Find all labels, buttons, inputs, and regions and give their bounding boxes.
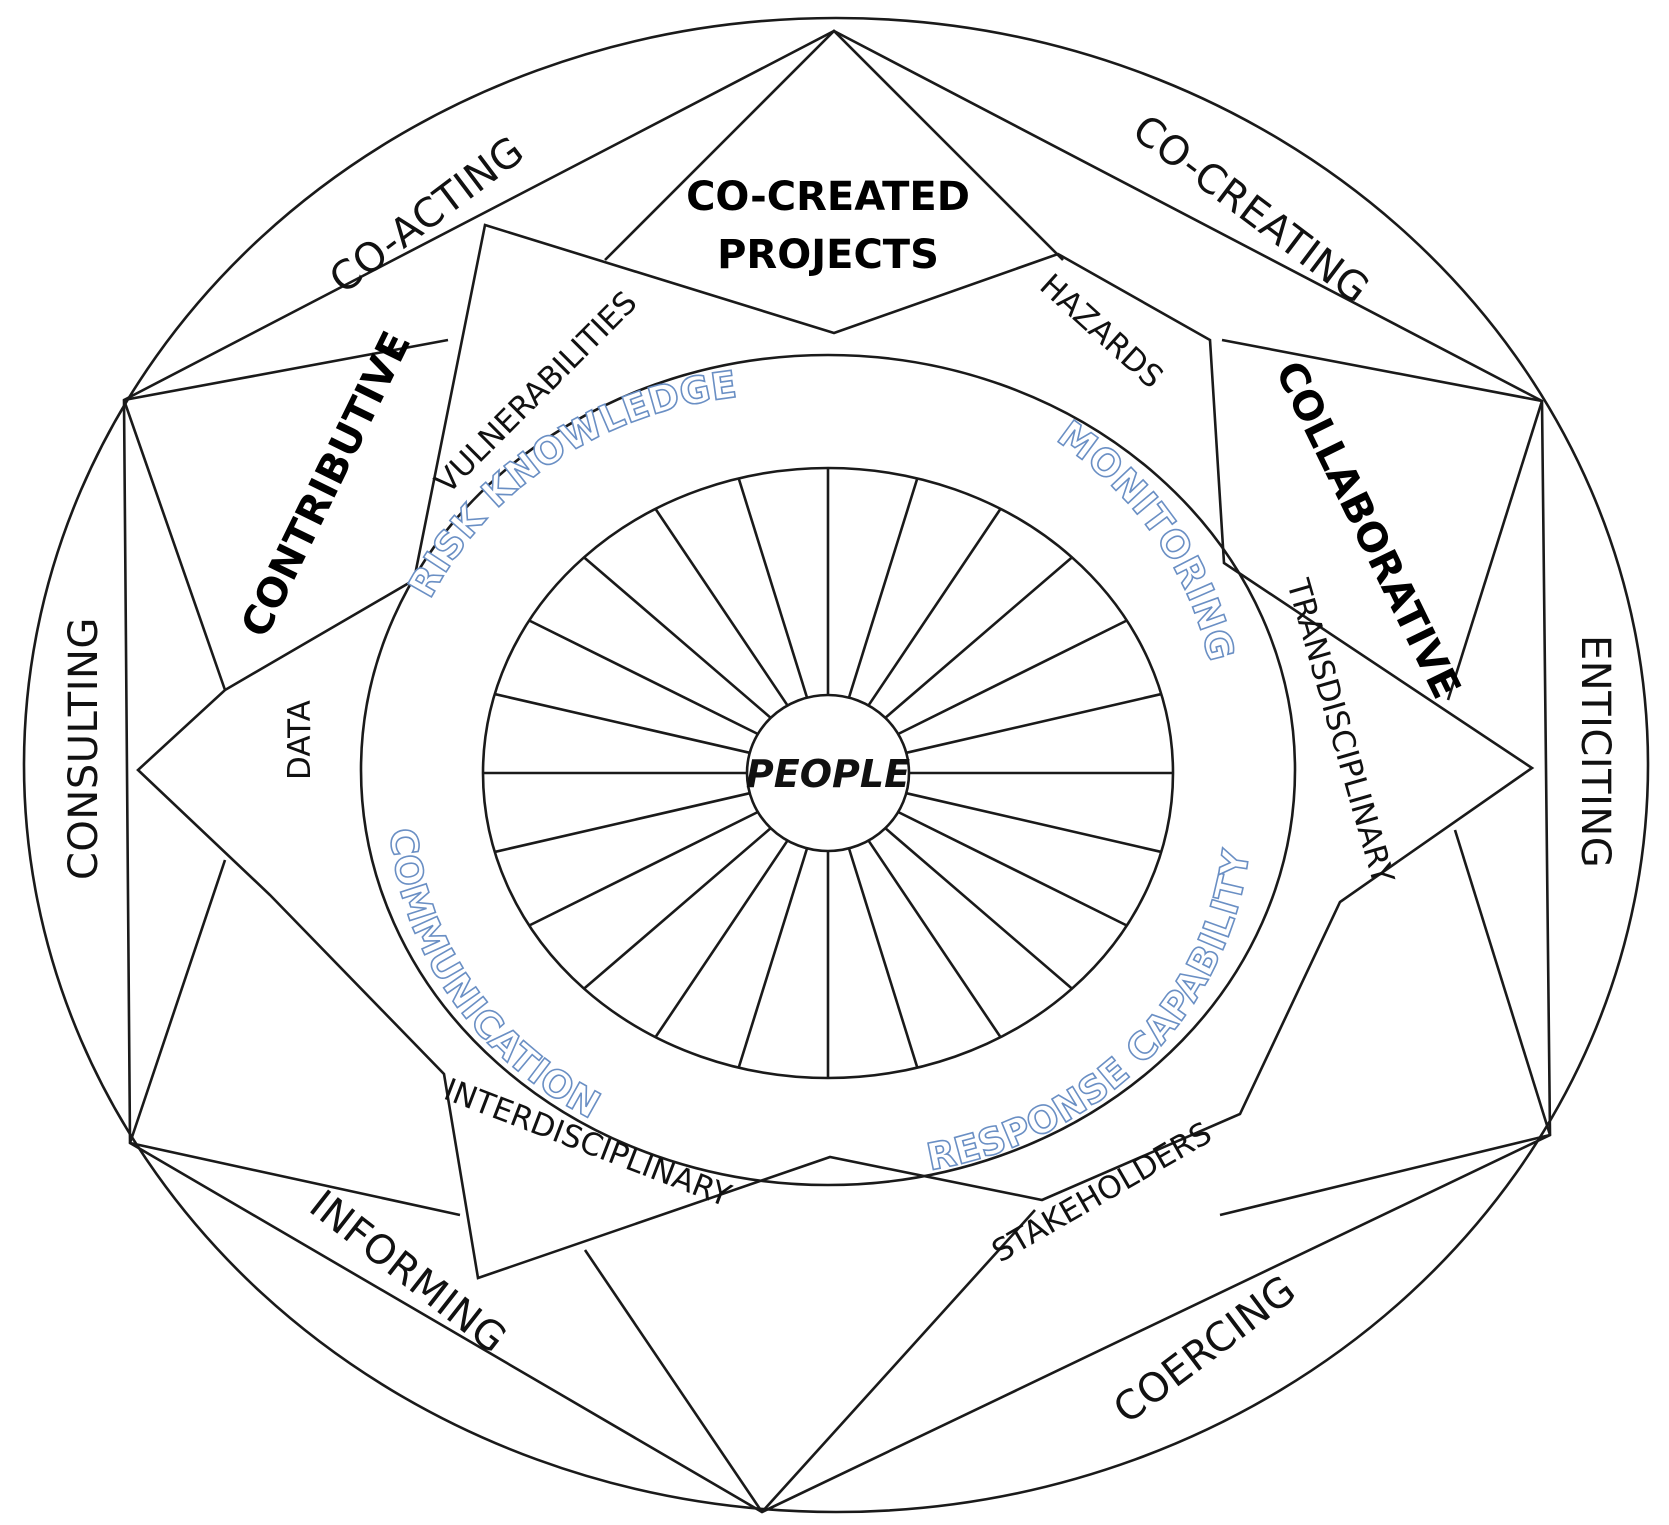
label-co-acting: CO-ACTING (321, 128, 533, 303)
label-consulting: CONSULTING (61, 617, 107, 880)
wheel-spoke (737, 847, 809, 1068)
pillar-communication: COMMUNICATION (381, 826, 608, 1127)
wheel-spoke (583, 827, 772, 990)
label-coercing: COERCING (1105, 1267, 1305, 1433)
wheel-spoke (905, 692, 1162, 755)
wheel-spokes (483, 468, 1173, 1078)
wheel-spoke (494, 692, 751, 755)
wheel-spoke (583, 556, 772, 719)
inner-star (136, 223, 1535, 1280)
wheel-spoke (494, 791, 751, 854)
connector-line (129, 1141, 461, 1217)
wheel-spoke (528, 619, 759, 736)
connector-line (1219, 1133, 1551, 1217)
wheel-spoke (654, 508, 789, 707)
connector-line (122, 399, 227, 691)
center-hub (745, 693, 911, 853)
middle-ring (359, 353, 1297, 1187)
label-contributive: CONTRIBUTIVE (233, 325, 420, 645)
center-label-people: PEOPLE (746, 752, 910, 796)
label-data: DATA (282, 700, 318, 780)
connector-line (1221, 338, 1543, 403)
label-projects: PROJECTS (717, 232, 939, 278)
wheel-spoke (867, 508, 1002, 707)
connector-line (1446, 400, 1544, 701)
connector-line (128, 859, 227, 1144)
wheel-spoke (737, 478, 809, 699)
wheel-spoke (897, 810, 1128, 927)
label-enticiting: ENTICITING (1572, 635, 1618, 868)
outer-ring (22, 16, 1650, 1514)
pillar-monitoring: MONITORING (1050, 412, 1243, 665)
connector-line (583, 1249, 764, 1513)
connector-line (1453, 829, 1552, 1136)
wheel-spoke (847, 847, 919, 1068)
wheel-spoke (528, 810, 759, 927)
label-collaborative: COLLABORATIVE (1266, 354, 1469, 706)
top-triangle (604, 29, 1064, 261)
wheel-spoke (905, 791, 1162, 854)
connector-line (123, 338, 449, 402)
label-hazards: HAZARDS (1033, 267, 1170, 396)
label-co-creating: CO-CREATING (1124, 106, 1378, 313)
label-co-created: CO-CREATED (686, 174, 970, 220)
wheel-spoke (884, 556, 1073, 719)
wheel-spoke (897, 619, 1128, 736)
wheel-spoke (884, 827, 1073, 990)
wheel-spoke (654, 839, 789, 1038)
label-transdisciplinary: TRANSDISCIPLINARY (1279, 574, 1401, 888)
wheel-spoke (847, 478, 919, 699)
label-informing: INFORMING (301, 1182, 515, 1363)
connector-line (761, 1209, 1036, 1513)
wheel-spoke (867, 839, 1002, 1038)
